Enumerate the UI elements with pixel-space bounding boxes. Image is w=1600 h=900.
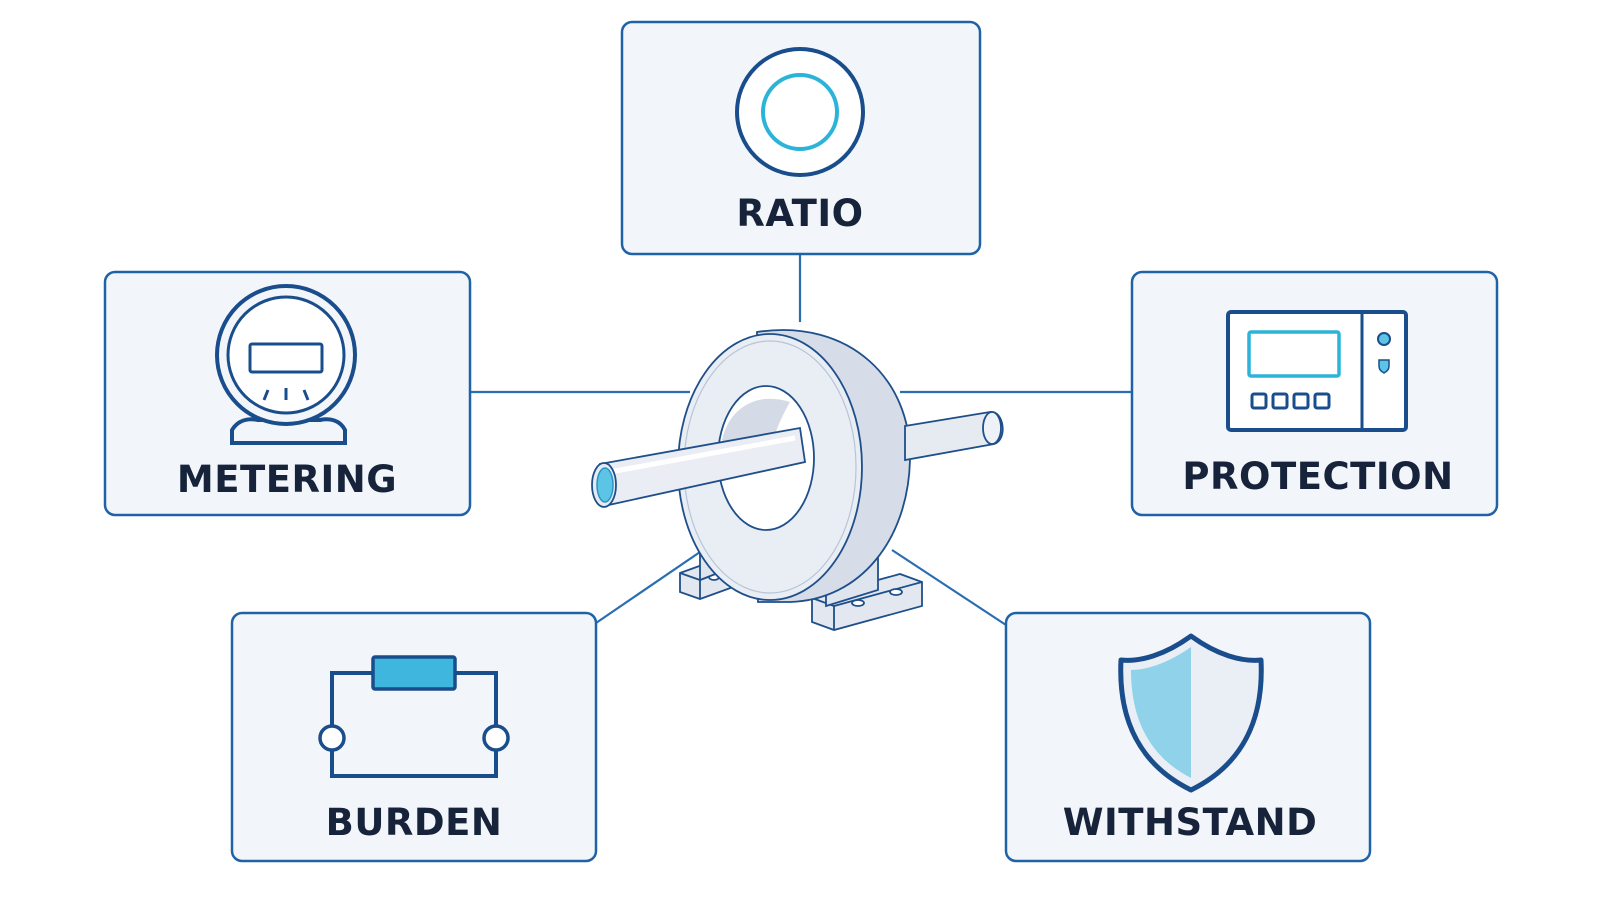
current-transformer-icon [591,329,1004,631]
meter-icon [215,284,357,445]
terminal-left [318,724,346,752]
connectors [470,254,1132,626]
box-metering: METERING [103,270,472,517]
label-protection: PROTECTION [1182,455,1453,498]
connector-withstand [891,549,1007,626]
relay-panel-icon [1226,310,1408,432]
label-ratio: RATIO [736,192,863,235]
label-burden: BURDEN [326,801,503,844]
ct-right-foot [811,573,923,631]
ring-icon [735,47,865,177]
box-withstand: WITHSTAND [1004,611,1372,863]
shield-icon [1118,633,1264,793]
label-metering: METERING [177,458,397,501]
connector-burden [595,551,701,624]
resistor-element [371,655,457,691]
label-withstand: WITHSTAND [1063,801,1318,844]
box-ratio: RATIO [620,20,982,256]
resistor-circuit-icon [318,655,510,778]
ct-conductor-rod [591,411,1004,508]
box-protection: PROTECTION [1130,270,1499,517]
box-burden: BURDEN [230,611,598,863]
terminal-right [482,724,510,752]
